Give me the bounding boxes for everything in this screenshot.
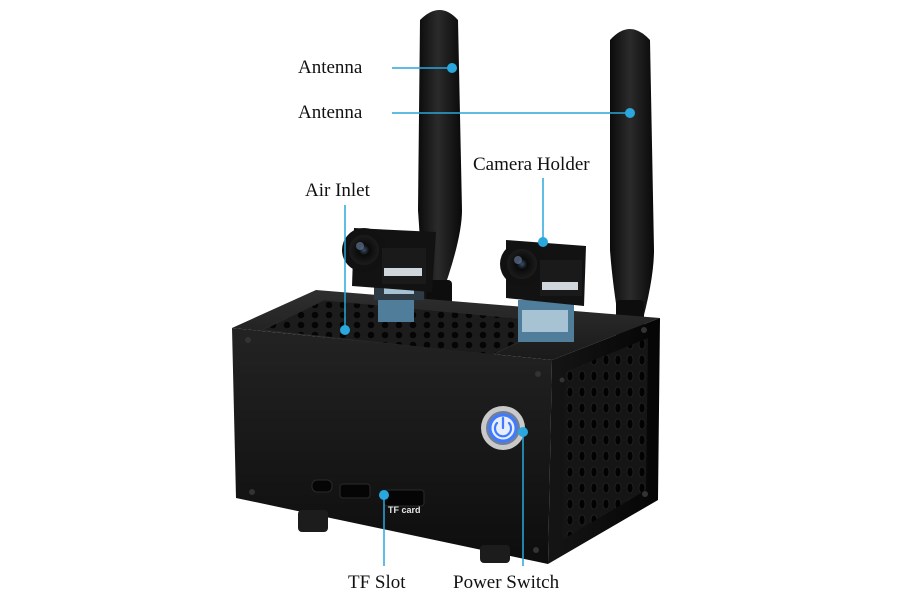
label-antenna-2: Antenna [298, 102, 363, 123]
power-switch-button [481, 406, 525, 450]
case-side [548, 318, 660, 564]
callout-dot-antenna-2 [625, 108, 635, 118]
callout-dot-camera-holder [538, 237, 548, 247]
callout-dot-power-switch [518, 427, 528, 437]
camera-right [500, 240, 586, 342]
antenna-right [610, 29, 654, 340]
label-camera-holder: Camera Holder [473, 154, 590, 175]
front-ports [311, 479, 425, 507]
case-front [232, 328, 552, 564]
label-antenna-1: Antenna [298, 57, 363, 78]
callout-dot-antenna-1 [447, 63, 457, 73]
callout-dot-air-inlet [340, 325, 350, 335]
case-feet [298, 510, 510, 563]
label-tf-slot: TF Slot [348, 572, 406, 593]
tf-card-marking: TF card [388, 505, 421, 515]
label-power-switch: Power Switch [453, 572, 560, 593]
callout-lines [340, 63, 635, 566]
camera-left [342, 228, 436, 322]
label-air-inlet: Air Inlet [305, 180, 370, 201]
callout-dot-tf-slot [379, 490, 389, 500]
